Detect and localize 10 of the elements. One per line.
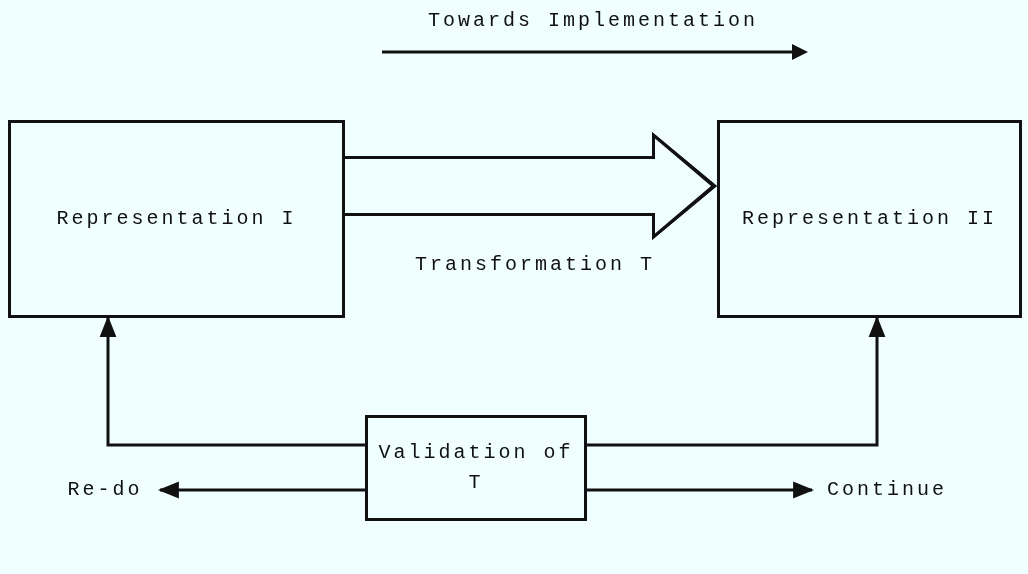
process-box: Validation of T [365,415,587,521]
edge-label: Transformation T [414,252,656,278]
outcome-text: Continue [812,474,962,506]
outcome-text: Re-do [50,474,160,506]
arrow [157,481,365,499]
hollow-arrow [345,132,717,240]
process-box: Representation II [717,120,1022,318]
direction-label: Towards Implementation [426,8,759,34]
arrow [587,481,815,499]
process-box: Representation I [8,120,345,318]
